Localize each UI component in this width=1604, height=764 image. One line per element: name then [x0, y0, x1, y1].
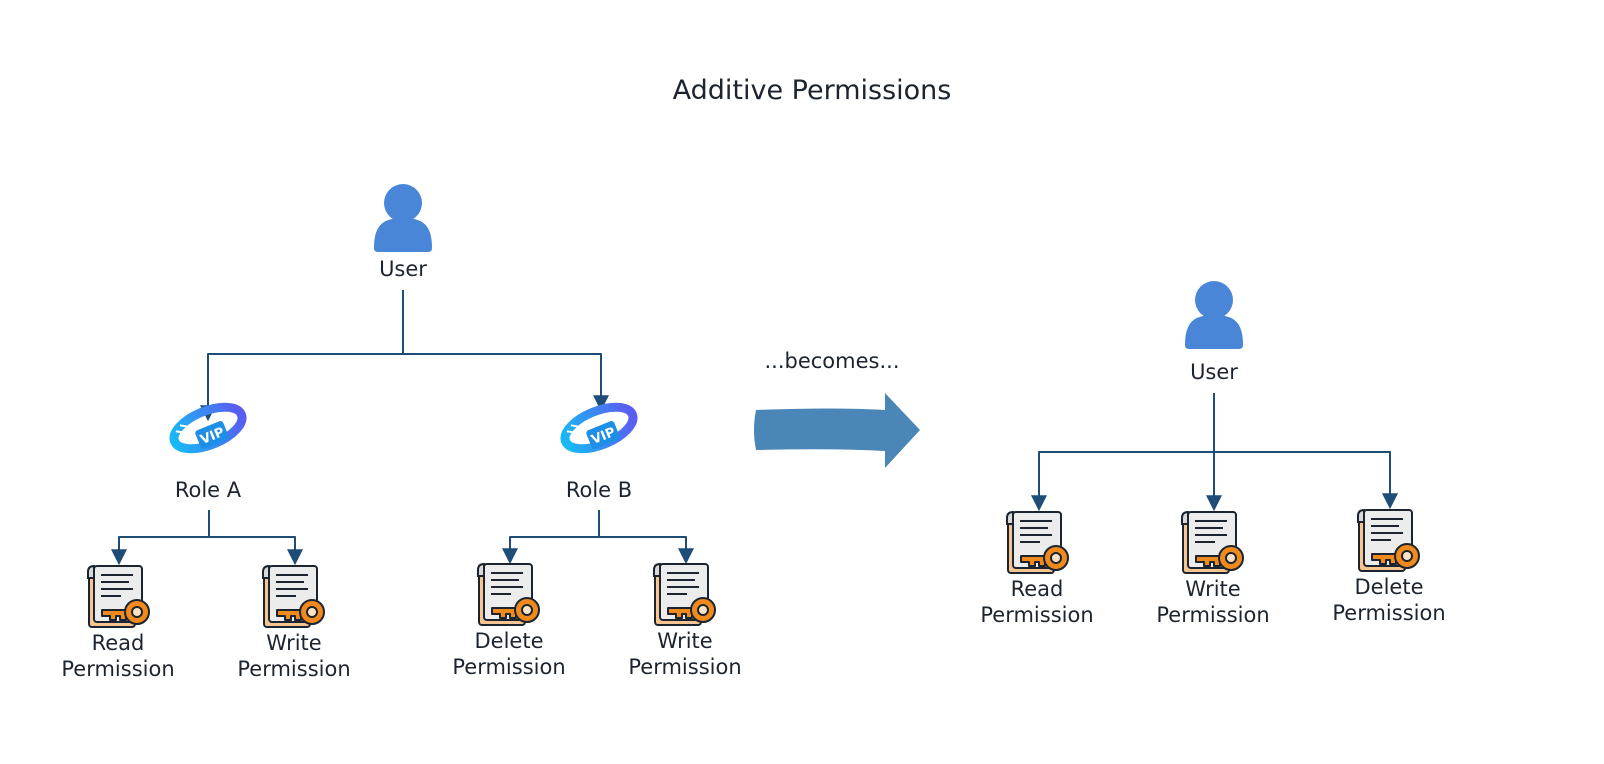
- role-label: Role B: [566, 478, 632, 502]
- permission-node: Read Permission: [61, 565, 175, 681]
- transition-label: ...becomes...: [764, 349, 899, 373]
- permission-label-line2: Permission: [1332, 601, 1445, 625]
- document-key-icon: [477, 563, 540, 626]
- document-key-icon: [87, 565, 150, 628]
- permission-label-line1: Delete: [475, 629, 544, 653]
- permission-node: Write Permission: [237, 565, 351, 681]
- permission-label-line1: Delete: [1355, 575, 1424, 599]
- permission-label-line1: Read: [92, 631, 145, 655]
- permission-node: Delete Permission: [452, 563, 566, 679]
- user-node-after: User: [1185, 281, 1243, 384]
- permission-node: Delete Permission: [1332, 509, 1446, 625]
- role-label: Role A: [175, 478, 242, 502]
- user-icon: [374, 184, 432, 252]
- diagram-title: Additive Permissions: [673, 75, 952, 106]
- permission-label-line1: Write: [266, 631, 321, 655]
- vip-badge-icon: [559, 399, 638, 457]
- before-hierarchy: User Role A Role B Read Permission: [61, 184, 742, 681]
- role-b-node: Role B: [559, 399, 638, 502]
- transition-arrow-icon: [754, 393, 920, 468]
- permission-label-line1: Read: [1011, 577, 1064, 601]
- permission-label-line2: Permission: [980, 603, 1093, 627]
- permission-node: Write Permission: [628, 563, 742, 679]
- permission-node: Write Permission: [1156, 511, 1270, 627]
- role-a-node: Role A: [168, 399, 247, 502]
- permission-label-line2: Permission: [452, 655, 565, 679]
- document-key-icon: [262, 565, 325, 628]
- after-hierarchy: User Read Permission Write Permission De…: [980, 281, 1446, 627]
- document-key-icon: [1357, 509, 1420, 572]
- permission-label-line2: Permission: [628, 655, 741, 679]
- permission-label-line1: Write: [657, 629, 712, 653]
- vip-badge-icon: [168, 399, 247, 457]
- role-b-connectors: [502, 510, 694, 565]
- permission-label-line2: Permission: [1156, 603, 1269, 627]
- document-key-icon: [1006, 511, 1069, 574]
- permission-label-line2: Permission: [61, 657, 174, 681]
- user-node-before: User: [374, 184, 432, 281]
- permission-node: Read Permission: [980, 511, 1094, 627]
- role-a-connectors: [111, 510, 303, 566]
- document-key-icon: [1181, 511, 1244, 574]
- permission-label-line2: Permission: [237, 657, 350, 681]
- permission-label-line1: Write: [1185, 577, 1240, 601]
- transition: ...becomes...: [754, 349, 920, 468]
- document-key-icon: [653, 563, 716, 626]
- user-to-roles-connectors: [200, 290, 609, 422]
- user-icon: [1185, 281, 1243, 349]
- user-label: User: [379, 257, 427, 281]
- user-to-permissions-connectors: [1031, 393, 1398, 512]
- user-label: User: [1190, 360, 1238, 384]
